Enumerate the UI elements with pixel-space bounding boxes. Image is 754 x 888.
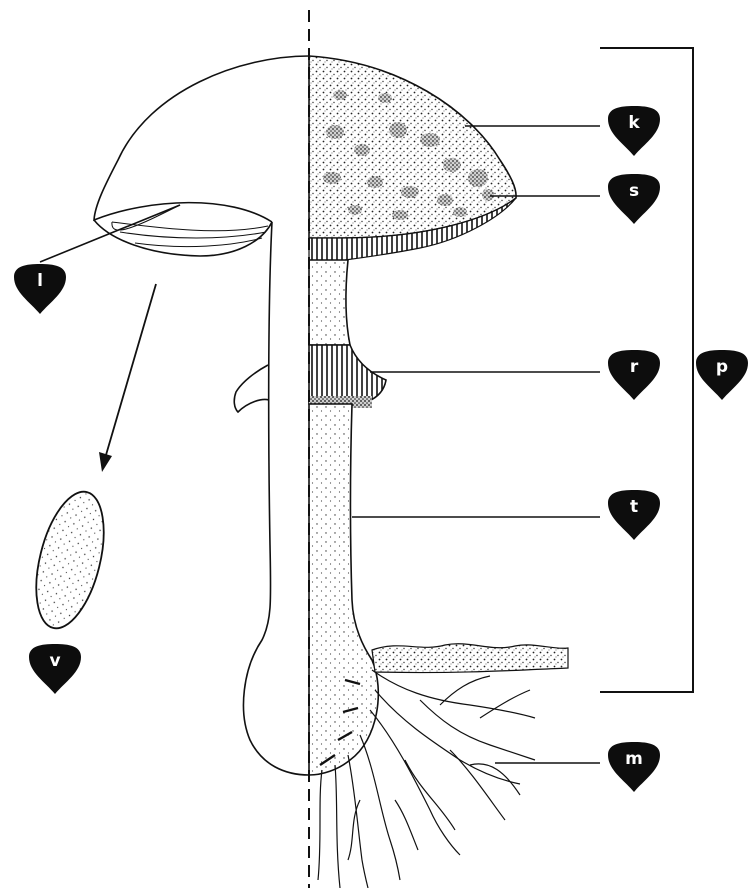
label-badge-m: m — [608, 742, 660, 792]
label-t: t — [630, 497, 638, 517]
label-badge-s: s — [608, 174, 660, 224]
label-badge-k: k — [608, 106, 660, 156]
label-k: k — [628, 113, 640, 133]
label-p: p — [716, 357, 728, 377]
stem-exterior-lower — [309, 404, 378, 775]
label-l: l — [37, 271, 43, 291]
label-badge-t: t — [608, 490, 660, 540]
ring-exterior — [309, 345, 386, 404]
spore — [24, 485, 116, 635]
label-m: m — [625, 749, 643, 769]
label-badge-r: r — [608, 350, 660, 400]
cap-exterior — [309, 56, 516, 238]
soil-surface — [372, 644, 568, 673]
stem-exterior-upper — [309, 260, 350, 345]
label-s: s — [629, 181, 639, 201]
label-badge-p: p — [696, 350, 748, 400]
label-v: v — [49, 651, 60, 671]
spore-arrow — [99, 284, 156, 472]
cap-outline — [94, 56, 309, 222]
label-badge-v: v — [29, 644, 81, 694]
label-badge-l: l — [14, 264, 66, 314]
label-r: r — [630, 357, 639, 377]
outline-half — [94, 56, 309, 775]
ring-outline — [234, 365, 269, 412]
stem-outline — [244, 222, 309, 775]
